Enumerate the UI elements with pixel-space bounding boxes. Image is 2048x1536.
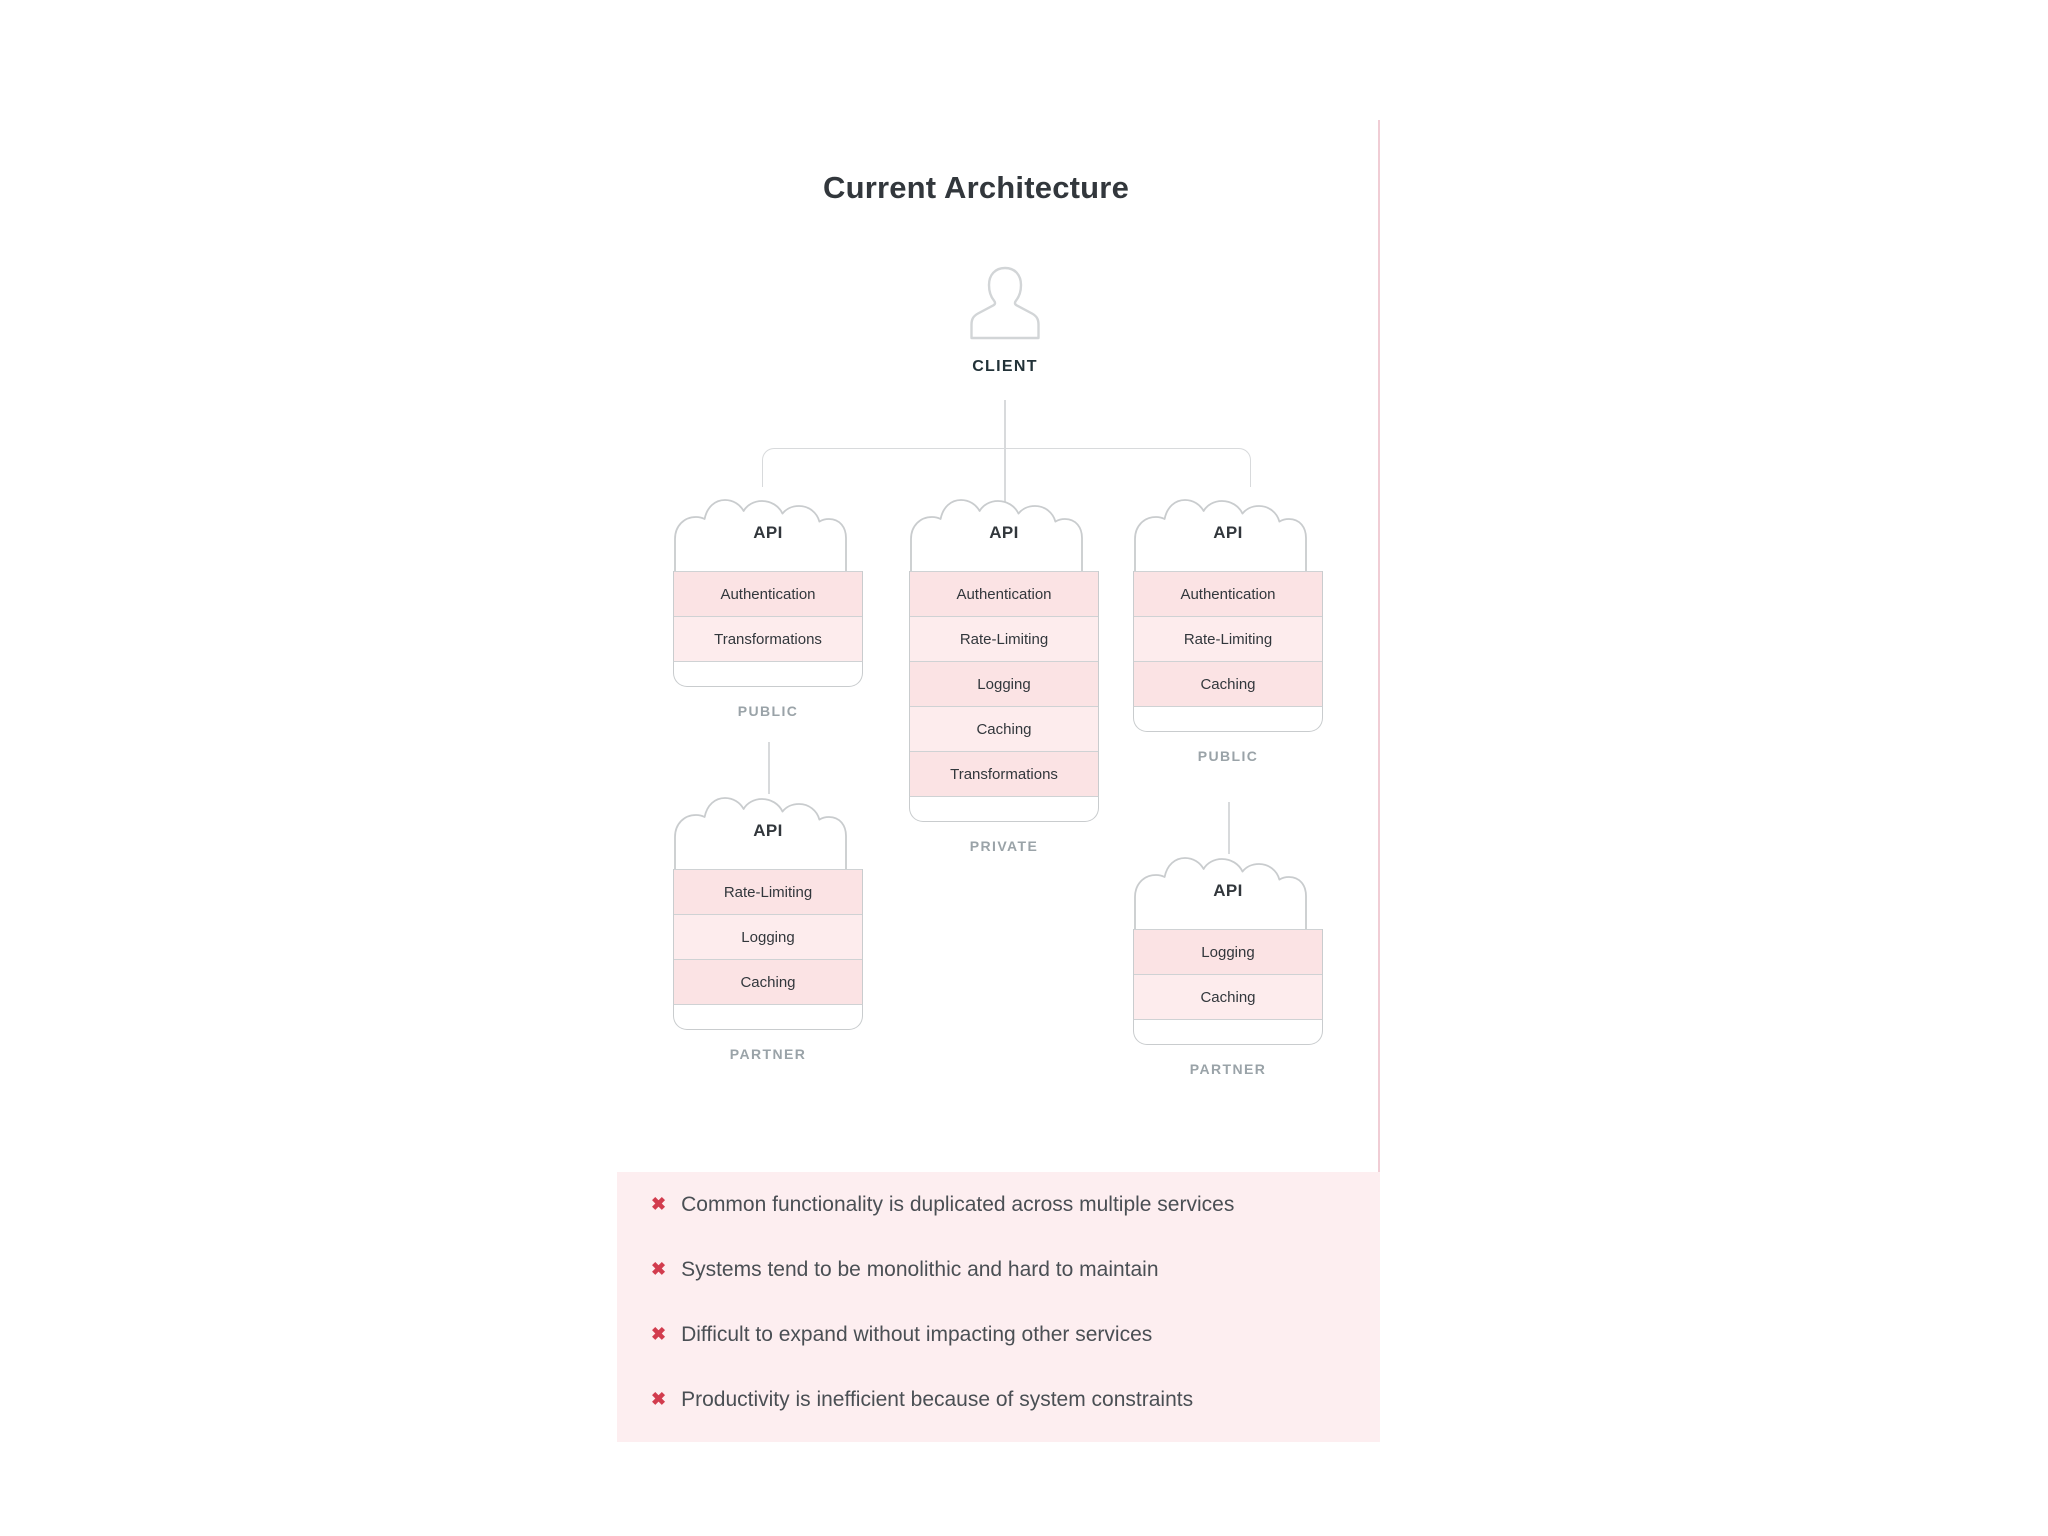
- issue-text: Common functionality is duplicated acros…: [681, 1192, 1235, 1216]
- issue-text: Difficult to expand without impacting ot…: [681, 1322, 1153, 1346]
- api-node-heading: API: [1213, 523, 1243, 542]
- cross-icon: ✖: [651, 1258, 667, 1279]
- api-capability-item[interactable]: Rate-Limiting: [910, 616, 1098, 661]
- cloud-shape: [1134, 857, 1307, 929]
- issue-item: ✖ Difficult to expand without impacting o…: [617, 1302, 1380, 1367]
- page-title: Current Architecture: [822, 170, 1130, 205]
- issue-item: ✖ Common functionality is duplicated acro…: [617, 1172, 1380, 1237]
- api-capability-item[interactable]: Caching: [674, 959, 862, 1004]
- api-node-footer: [909, 796, 1099, 822]
- issue-item: ✖ Systems tend to be monolithic and hard …: [617, 1237, 1380, 1302]
- api-capability-item[interactable]: Logging: [910, 661, 1098, 706]
- cloud-shape: [674, 499, 847, 571]
- user-icon: [970, 266, 1040, 340]
- api-capability-item[interactable]: Authentication: [674, 571, 862, 616]
- api-node-shell: API: [909, 495, 1099, 573]
- connector-bus: [762, 448, 1251, 487]
- connector-drop-partner-left: [768, 742, 770, 794]
- api-node-heading: API: [989, 523, 1019, 542]
- api-node-heading: API: [753, 523, 783, 542]
- issue-text: Productivity is inefficient because of s…: [681, 1387, 1194, 1411]
- connector-drop-partner-right: [1228, 802, 1230, 854]
- cloud-shape: [1134, 499, 1307, 571]
- api-node-heading: API: [753, 821, 783, 840]
- api-node-footer: [673, 661, 863, 687]
- issue-item: ✖ Productivity is inefficient because of …: [617, 1367, 1380, 1432]
- api-node-caption: PARTNER: [1189, 1061, 1267, 1077]
- api-capability-item[interactable]: Authentication: [1134, 571, 1322, 616]
- cross-icon: ✖: [651, 1388, 667, 1409]
- api-node-heading: API: [1213, 881, 1243, 900]
- cloud-shape: [910, 499, 1083, 571]
- api-node-footer: [1133, 1019, 1323, 1045]
- api-capability-item[interactable]: Rate-Limiting: [1134, 616, 1322, 661]
- api-node-shell: API: [673, 495, 863, 573]
- api-capability-item[interactable]: Caching: [910, 706, 1098, 751]
- issue-text: Systems tend to be monolithic and hard t…: [681, 1257, 1159, 1281]
- connector-client-stem: [1004, 400, 1006, 450]
- api-node-shell: API: [1133, 495, 1323, 573]
- api-node-caption: PUBLIC: [1197, 748, 1259, 764]
- api-node-footer: [1133, 706, 1323, 732]
- api-capability-item[interactable]: Authentication: [910, 571, 1098, 616]
- client-node: CLIENT: [955, 262, 1055, 376]
- api-node-shell: API: [673, 793, 863, 871]
- client-label: CLIENT: [972, 358, 1038, 375]
- connector-drop-center: [1004, 448, 1006, 502]
- api-capability-item[interactable]: Caching: [1134, 974, 1322, 1019]
- cross-icon: ✖: [651, 1193, 667, 1214]
- api-node-caption: PARTNER: [729, 1046, 807, 1062]
- cross-icon: ✖: [651, 1323, 667, 1344]
- api-node-shell: API: [1133, 853, 1323, 931]
- issues-panel: ✖ Common functionality is duplicated acro…: [617, 1172, 1380, 1442]
- api-capability-item[interactable]: Transformations: [674, 616, 862, 661]
- api-capability-item[interactable]: Logging: [1134, 929, 1322, 974]
- api-capability-item[interactable]: Rate-Limiting: [674, 869, 862, 914]
- api-node-caption: PRIVATE: [969, 838, 1039, 854]
- cloud-shape: [674, 797, 847, 869]
- api-capability-item[interactable]: Transformations: [910, 751, 1098, 796]
- api-node-footer: [673, 1004, 863, 1030]
- right-accent-rule: [1378, 120, 1380, 1440]
- api-node-caption: PUBLIC: [737, 703, 799, 719]
- api-capability-item[interactable]: Caching: [1134, 661, 1322, 706]
- api-capability-item[interactable]: Logging: [674, 914, 862, 959]
